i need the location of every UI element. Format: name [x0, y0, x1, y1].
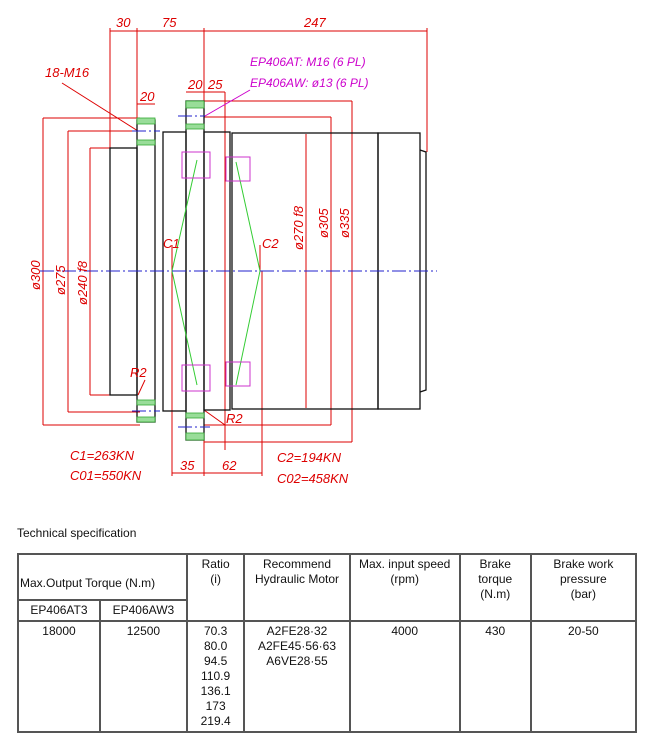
spec-table: Max.Output Torque (N.m) Ratio(i) Recomme… — [17, 553, 638, 733]
technical-drawing: 30 75 247 18-M16 20 20 25 EP406AT: M16 (… — [28, 15, 437, 486]
value-brake-torque: 430 — [458, 620, 532, 733]
dia-240: ø240 f8 — [75, 260, 90, 305]
value-at: 18000 — [17, 620, 101, 733]
load-c2: C2=194KN — [277, 450, 342, 465]
header-brake-torque: Brake torque(N.m) — [458, 553, 532, 622]
dia-305: ø305 — [316, 208, 331, 238]
note-ep406aw: EP406AW: ø13 (6 PL) — [250, 76, 369, 90]
spec-title: Technical specification — [17, 526, 137, 540]
dia-275: ø275 — [53, 265, 68, 295]
load-c1: C1=263KN — [70, 448, 135, 463]
flange-left-width: 20 — [139, 89, 155, 104]
c1-label: C1 — [163, 236, 180, 251]
dia-335: ø335 — [337, 208, 352, 238]
radius-label-right: R2 — [226, 411, 243, 426]
dim-75: 75 — [162, 15, 177, 30]
radius-label-left: R2 — [130, 365, 147, 380]
note-ep406at: EP406AT: M16 (6 PL) — [250, 55, 366, 69]
load-c01: C01=550KN — [70, 468, 142, 483]
flange-right-width-2: 25 — [207, 77, 223, 92]
load-c02: C02=458KN — [277, 471, 349, 486]
dia-300: ø300 — [28, 260, 43, 290]
c2-label: C2 — [262, 236, 279, 251]
dia-270: ø270 f8 — [291, 205, 306, 250]
value-aw: 12500 — [98, 620, 188, 733]
value-brake-pressure: 20-50 — [529, 620, 638, 733]
dim-247: 247 — [303, 15, 326, 30]
header-ep406aw3: EP406AW3 — [98, 599, 188, 622]
value-speed: 4000 — [348, 620, 461, 733]
header-ratio: Ratio(i) — [185, 553, 246, 622]
bolt-label: 18-M16 — [45, 65, 90, 80]
header-ep406at3: EP406AT3 — [17, 599, 101, 622]
flange-right-width-1: 20 — [187, 77, 203, 92]
header-speed: Max. input speed(rpm) — [348, 553, 461, 622]
header-torque: Max.Output Torque (N.m) — [17, 553, 188, 601]
dim-35: 35 — [180, 458, 195, 473]
dim-30: 30 — [116, 15, 131, 30]
dim-62: 62 — [222, 458, 237, 473]
